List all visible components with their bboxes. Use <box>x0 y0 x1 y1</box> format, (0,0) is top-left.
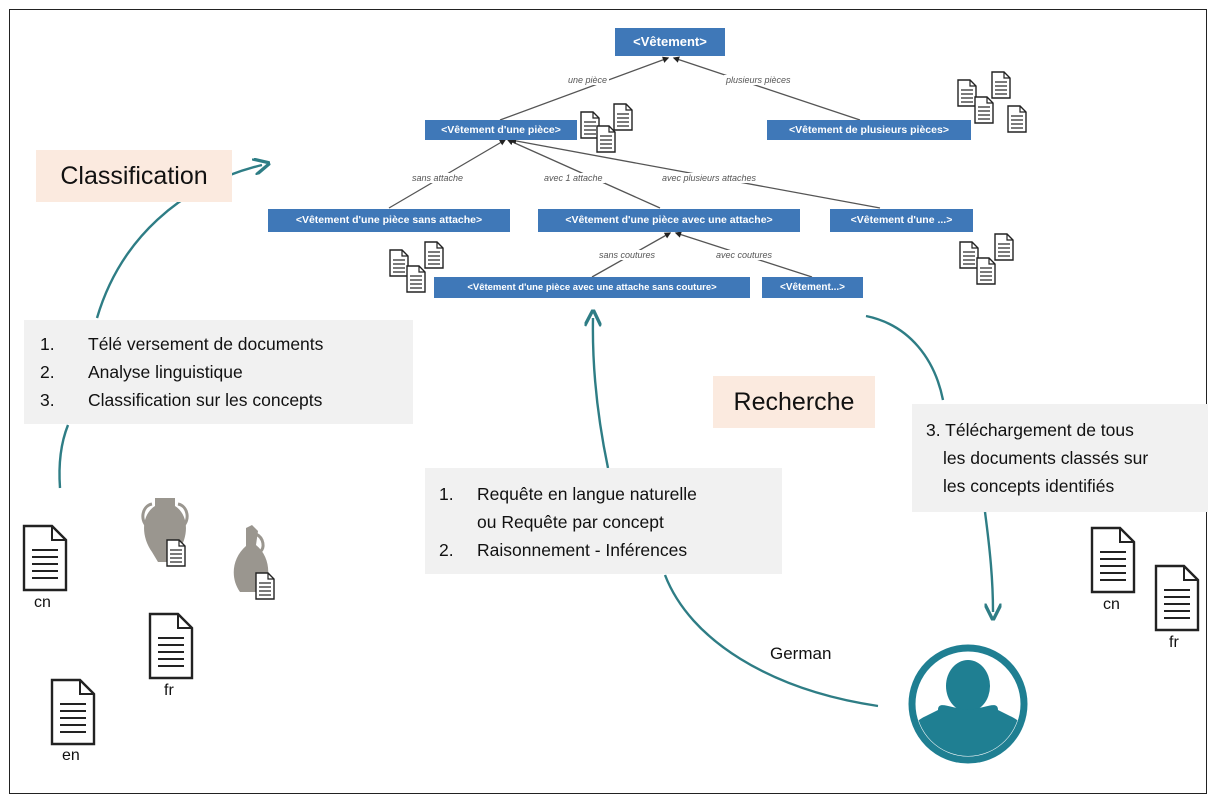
edge-label-avec-coutures: avec coutures <box>714 250 775 260</box>
step-text: Classification sur les concepts <box>88 390 323 410</box>
classification-step: 2. Analyse linguistique <box>40 358 413 386</box>
workflow-arrows <box>58 165 993 708</box>
step-number <box>439 508 477 536</box>
step-text: ou Requête par concept <box>477 512 664 532</box>
arrow-download-lower <box>983 511 993 612</box>
node-sans-couture: <Vêtement d'une pièce avec une attache s… <box>434 277 750 298</box>
edge-label-sans-attache: sans attache <box>410 173 466 183</box>
query-language-label: German <box>770 644 832 663</box>
step-text: Requête en langue naturelle <box>477 484 697 504</box>
download-step-line1: 3. Téléchargement de tous <box>926 420 1134 440</box>
node-vetement-plusieurs-pieces: <Vêtement de plusieurs pièces> <box>767 120 971 140</box>
tree-edges <box>388 56 881 278</box>
edge-root-une-piece <box>499 56 670 121</box>
search-step: 2. Raisonnement - Inférences <box>439 536 782 564</box>
search-steps-list: 1. Requête en langue naturelle ou Requête… <box>439 480 782 564</box>
arrow-download-upper <box>865 314 945 401</box>
step-number: 2. <box>40 362 55 382</box>
download-step-panel: 3. Téléchargement de tous les documents … <box>912 404 1208 512</box>
doc-label-fr-left: fr <box>164 682 174 699</box>
recherche-tag: Recherche <box>713 376 875 428</box>
edge-label-avec-plusieurs-attaches: avec plusieurs attaches <box>660 173 759 183</box>
classification-step: 3. Classification sur les concepts <box>40 386 413 414</box>
step-text: Télé versement de documents <box>88 334 324 354</box>
node-avec-attache: <Vêtement d'une pièce avec une attache> <box>538 209 800 232</box>
classification-steps-panel: 1. Télé versement de documents 2. Analyse … <box>24 320 413 424</box>
step-number: 1. <box>40 334 55 354</box>
step-number: 1. <box>439 484 454 504</box>
diagram-frame <box>9 9 1207 794</box>
classification-step: 1. Télé versement de documents <box>40 330 413 358</box>
arrow-request <box>593 318 879 708</box>
step-text: Raisonnement - Inférences <box>477 540 688 560</box>
node-etc-bottom: <Vêtement...> <box>762 277 863 298</box>
doc-label-cn-left: cn <box>34 594 51 611</box>
edge-label-sans-coutures: sans coutures <box>597 250 658 260</box>
doc-label-en-left: en <box>62 747 80 764</box>
step-number: 2. <box>439 540 454 560</box>
edge-label-avec-1-attache: avec 1 attache <box>542 173 605 183</box>
doc-label-cn-right: cn <box>1103 596 1120 613</box>
edge-root-plusieurs <box>672 56 861 121</box>
arrow-classification-upper <box>95 165 262 319</box>
classification-steps-list: 1. Télé versement de documents 2. Analyse … <box>40 330 413 414</box>
node-vetement-une-piece: <Vêtement d'une pièce> <box>425 120 577 140</box>
edge-label-plusieurs-pieces: plusieurs pièces <box>724 75 793 85</box>
node-vetement: <Vêtement> <box>615 28 725 56</box>
node-sans-attache: <Vêtement d'une pièce sans attache> <box>268 209 510 232</box>
doc-label-fr-right: fr <box>1169 634 1179 651</box>
search-steps-panel: 1. Requête en langue naturelle ou Requête… <box>425 468 782 574</box>
node-etc-right: <Vêtement d'une ...> <box>830 209 973 232</box>
search-step: 1. Requête en langue naturelle <box>439 480 782 508</box>
edge-label-une-piece: une pièce <box>566 75 610 85</box>
download-step-line3: les concepts identifiés <box>943 476 1115 496</box>
search-step: ou Requête par concept <box>439 508 782 536</box>
step-text: Analyse linguistique <box>88 362 243 382</box>
classification-tag: Classification <box>36 150 232 202</box>
download-step-line2: les documents classés sur <box>943 448 1149 468</box>
step-number: 3. <box>40 390 55 410</box>
arrow-classification-lower <box>58 424 70 489</box>
